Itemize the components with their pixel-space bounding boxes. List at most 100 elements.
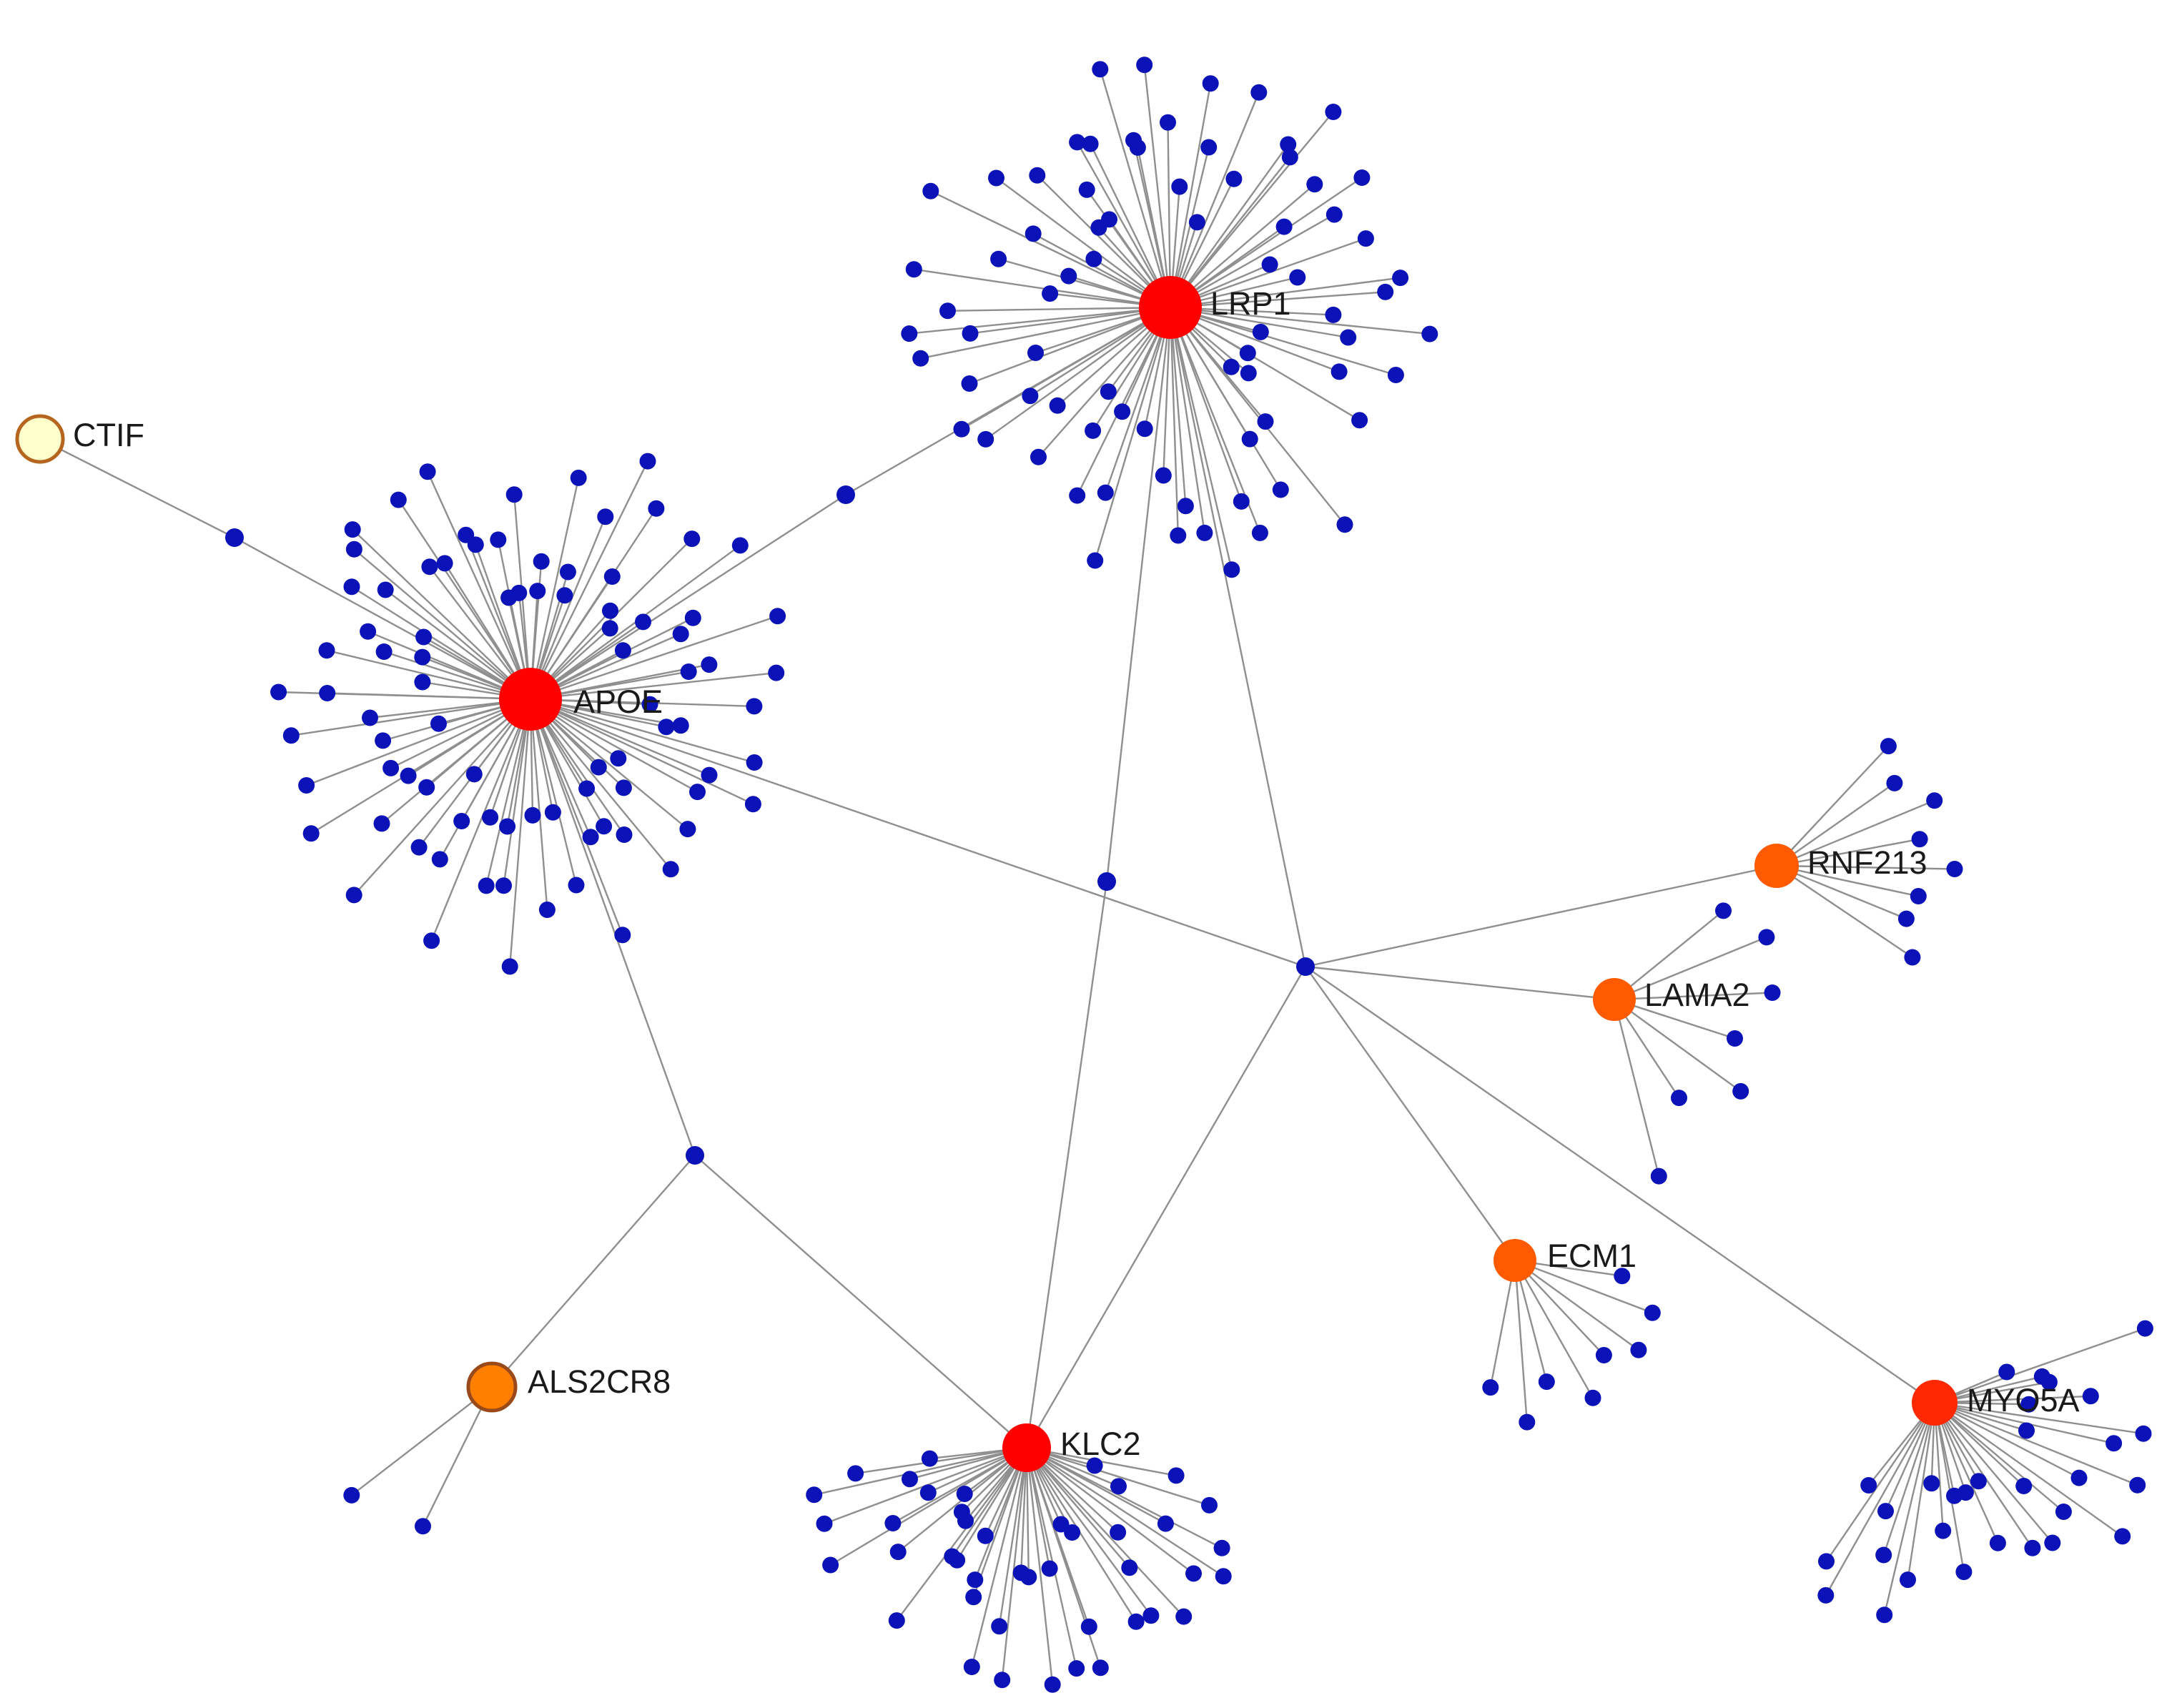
interactor-node[interactable] [544,804,561,821]
interactor-node[interactable] [596,818,613,835]
interactor-node[interactable] [1121,1559,1138,1576]
interactor-node[interactable] [901,325,918,342]
interactor-node[interactable] [1086,1457,1103,1474]
interactor-node[interactable] [1069,134,1086,151]
interactor-node[interactable] [921,1450,938,1467]
gene-node-als2cr8[interactable] [466,1361,518,1413]
interactor-node[interactable] [1910,888,1927,904]
interactor-node[interactable] [1421,325,1438,342]
interactor-node[interactable] [590,759,607,776]
interactor-node[interactable] [1989,1534,2006,1551]
interactor-node[interactable] [963,1659,980,1675]
interactor-node[interactable] [2040,1373,2058,1391]
interactor-node[interactable] [615,779,632,796]
interactor-node[interactable] [343,578,360,596]
interactor-node[interactable] [556,587,573,604]
interactor-node[interactable] [2044,1534,2061,1551]
interactor-node[interactable] [1129,139,1146,156]
interactor-node[interactable] [510,584,528,601]
interactor-node[interactable] [2129,1476,2146,1494]
interactor-node[interactable] [1281,149,1298,166]
interactor-node[interactable] [2106,1435,2123,1452]
interactor-node[interactable] [672,626,689,643]
interactor-node[interactable] [505,486,523,503]
interactor-node[interactable] [746,698,763,715]
interactor-node[interactable] [1336,516,1353,533]
interactor-node[interactable] [1261,256,1278,273]
interactor-node[interactable] [977,430,994,448]
interactor-node[interactable] [1351,412,1368,429]
interactor-node[interactable] [1239,345,1256,362]
interactor-node[interactable] [2055,1504,2072,1520]
interactor-node[interactable] [431,851,448,868]
interactor-node[interactable] [601,620,618,637]
interactor-node[interactable] [1758,929,1775,946]
interactor-node[interactable] [905,261,922,278]
interactor-node[interactable] [1252,323,1269,340]
gene-node-ctif[interactable] [15,414,65,464]
interactor-node[interactable] [423,932,440,949]
interactor-node[interactable] [495,877,512,894]
interactor-node[interactable] [1817,1586,1835,1604]
interactor-node[interactable] [847,1465,864,1482]
interactor-node[interactable] [991,1618,1008,1635]
interactor-node[interactable] [1136,56,1153,74]
interactor-node[interactable] [746,754,763,771]
interactor-node[interactable] [1331,363,1348,380]
interactor-node[interactable] [302,825,320,842]
interactor-node[interactable] [956,1486,973,1502]
interactor-node[interactable] [822,1556,839,1574]
interactor-node[interactable] [1387,367,1404,383]
interactor-node[interactable] [1196,524,1213,541]
interactor-node[interactable] [1213,1539,1230,1556]
interactor-node[interactable] [390,491,407,508]
interactor-node[interactable] [578,780,596,797]
interactor-node[interactable] [1326,206,1343,223]
interactor-node[interactable] [377,581,394,598]
interactor-node[interactable] [1998,1363,2015,1381]
interactor-node[interactable] [1325,104,1342,120]
interactor-node[interactable] [1875,1546,1892,1564]
interactor-node[interactable] [962,325,979,342]
interactor-node[interactable] [1127,1613,1145,1630]
interactor-node[interactable] [1042,285,1059,302]
interactor-node[interactable] [2135,1425,2152,1442]
interactor-node[interactable] [1353,169,1371,186]
interactor-node[interactable] [2114,1528,2131,1545]
interactor-node[interactable] [953,420,970,438]
interactor-node[interactable] [524,806,541,824]
interactor-node[interactable] [672,717,689,734]
interactor-node[interactable] [1904,949,1921,966]
interactor-node[interactable] [1092,61,1109,78]
gene-node-lrp1[interactable] [1139,276,1202,339]
interactor-node[interactable] [1201,1496,1218,1514]
interactor-node[interactable] [1280,136,1297,153]
interactor-node[interactable] [2136,1320,2153,1337]
interactor-node[interactable] [1225,170,1243,187]
interactor-node[interactable] [400,767,417,784]
interactor-node[interactable] [1049,397,1066,414]
interactor-node[interactable] [345,887,362,904]
interactor-node[interactable] [318,642,335,659]
interactor-node[interactable] [1012,1564,1030,1581]
interactor-node[interactable] [1860,1477,1877,1494]
interactor-node[interactable] [679,821,696,838]
interactor-node[interactable] [343,1486,360,1504]
interactor-node[interactable] [319,685,336,701]
interactor-node[interactable] [1142,1607,1160,1624]
interactor-node[interactable] [1325,306,1342,323]
interactor-node[interactable] [1614,1268,1631,1285]
interactor-node[interactable] [2018,1422,2035,1439]
interactor-node[interactable] [1251,524,1268,541]
interactor-node[interactable] [967,1571,984,1589]
interactor-node[interactable] [1482,1379,1499,1396]
interactor-node[interactable] [1272,481,1289,498]
interactor-node[interactable] [490,531,507,548]
interactor-node[interactable] [1923,1475,1940,1492]
interactor-node[interactable] [806,1486,823,1504]
bridge-node[interactable] [1097,872,1116,891]
interactor-node[interactable] [1880,738,1897,755]
interactor-node[interactable] [939,302,956,320]
interactor-node[interactable] [1233,493,1250,510]
interactor-node[interactable] [344,521,361,538]
